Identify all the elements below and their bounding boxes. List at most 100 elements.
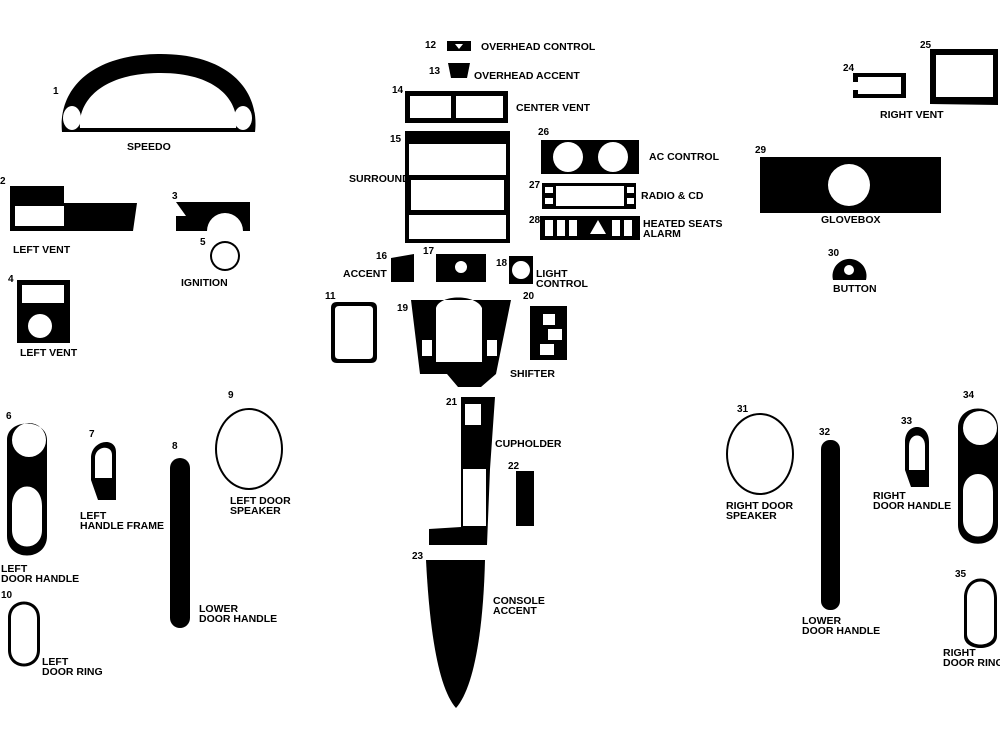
part-number: 2	[0, 176, 6, 187]
part-label: CUPHOLDER	[495, 438, 562, 450]
part-label: LOWER	[199, 603, 238, 615]
part-34-shape	[958, 408, 998, 544]
part-label: SPEAKER	[230, 505, 281, 517]
part-number: 15	[390, 134, 402, 145]
part-33-right-door-handle-shape	[905, 427, 929, 487]
part-label: DOOR HANDLE	[1, 573, 79, 585]
part-29-glovebox-shape	[760, 157, 941, 213]
part-number: 22	[508, 461, 520, 472]
part-9-left-door-speaker-shape	[215, 408, 283, 490]
part-label: LIGHT	[536, 268, 568, 280]
part-label: AC CONTROL	[649, 151, 720, 163]
part-label: LEFT	[42, 656, 69, 668]
part-35-right-door-ring-shape	[964, 578, 997, 648]
part-20-shifter-shape	[530, 306, 567, 360]
part-15-surround-shape	[405, 131, 510, 243]
part-25-shape	[930, 49, 998, 105]
part-label: LOWER	[802, 615, 841, 627]
part-number: 5	[200, 237, 206, 248]
part-label: HEATED SEATS	[643, 218, 723, 230]
part-label: RIGHT	[943, 647, 976, 659]
part-label: RIGHT	[873, 490, 906, 502]
part-5-ignition-shape	[209, 240, 240, 272]
part-number: 35	[955, 569, 967, 580]
part-label: ACCENT	[493, 605, 537, 617]
part-32-lower-door-handle-shape	[821, 440, 840, 610]
part-number: 18	[496, 258, 508, 269]
part-3-shape	[176, 202, 250, 231]
part-label: CONTROL	[536, 278, 588, 290]
part-number: 11	[325, 291, 336, 302]
part-label: SURROUND	[349, 173, 410, 185]
part-26-ac-control-shape	[541, 140, 639, 174]
part-6-left-door-handle-shape	[7, 423, 47, 556]
part-1-speedo-shape	[61, 53, 256, 132]
part-label: GLOVEBOX	[821, 214, 881, 226]
part-label: DOOR HANDLE	[199, 613, 277, 625]
part-label: LEFT VENT	[13, 244, 71, 256]
part-17-shape	[436, 254, 486, 282]
part-label: LEFT VENT	[20, 347, 78, 359]
part-24-right-vent-shape	[853, 73, 906, 98]
part-label: CONSOLE	[493, 595, 545, 607]
part-number: 10	[1, 590, 13, 601]
part-label: HANDLE FRAME	[80, 520, 164, 532]
part-label: RIGHT VENT	[880, 109, 944, 121]
part-11-shape	[331, 302, 377, 363]
part-label: ACCENT	[343, 268, 387, 280]
part-number: 31	[737, 404, 749, 415]
part-label: IGNITION	[181, 277, 228, 289]
part-12-overhead-control-shape	[447, 41, 471, 51]
part-number: 12	[425, 40, 437, 51]
part-2-left-vent-shape	[10, 186, 137, 231]
part-label: CENTER VENT	[516, 102, 591, 114]
part-label: SPEEDO	[127, 141, 171, 153]
part-label: RIGHT DOOR	[726, 500, 793, 512]
part-21-cupholder-shape	[429, 397, 495, 545]
part-number: 30	[828, 248, 840, 259]
part-7-handle-frame-shape	[91, 441, 116, 500]
part-19-console-shape	[411, 297, 511, 387]
part-number: 25	[920, 40, 932, 51]
part-28-heated-seats-shape	[540, 216, 640, 240]
part-label: DOOR RING	[42, 666, 103, 678]
part-number: 1	[53, 86, 59, 97]
part-number: 6	[6, 411, 12, 422]
part-label: SHIFTER	[510, 368, 555, 380]
part-number: 19	[397, 303, 409, 314]
part-8-lower-door-handle-shape	[170, 458, 190, 628]
part-label: DOOR RING	[943, 657, 1000, 669]
part-number: 20	[523, 291, 535, 302]
part-number: 24	[843, 63, 855, 74]
part-number: 34	[963, 390, 975, 401]
part-number: 21	[446, 397, 458, 408]
part-14-center-vent-shape	[405, 91, 508, 123]
part-number: 17	[423, 246, 435, 257]
part-number: 27	[529, 180, 541, 191]
part-label: LEFT	[1, 563, 28, 575]
part-label: LEFT DOOR	[230, 495, 291, 507]
part-number: 33	[901, 416, 913, 427]
part-number: 4	[8, 274, 14, 285]
part-label: BUTTON	[833, 283, 877, 295]
part-number: 13	[429, 66, 441, 77]
part-number: 29	[755, 145, 767, 156]
part-number: 9	[228, 390, 234, 401]
part-13-overhead-accent-shape	[448, 63, 470, 78]
part-16-accent-shape	[391, 254, 414, 282]
part-4-left-vent-shape	[17, 280, 70, 343]
part-31-right-door-speaker-shape	[726, 413, 794, 495]
part-number: 16	[376, 251, 388, 262]
part-number: 32	[819, 427, 831, 438]
part-label: OVERHEAD ACCENT	[474, 70, 580, 82]
part-number: 14	[392, 85, 404, 96]
part-number: 8	[172, 441, 178, 452]
part-label: SPEAKER	[726, 510, 777, 522]
part-23-console-accent-shape	[426, 560, 485, 708]
part-22-shape	[516, 471, 534, 526]
part-number: 23	[412, 551, 424, 562]
part-label: DOOR HANDLE	[802, 625, 880, 637]
part-label: OVERHEAD CONTROL	[481, 41, 596, 53]
part-10-left-door-ring-shape	[8, 601, 40, 667]
